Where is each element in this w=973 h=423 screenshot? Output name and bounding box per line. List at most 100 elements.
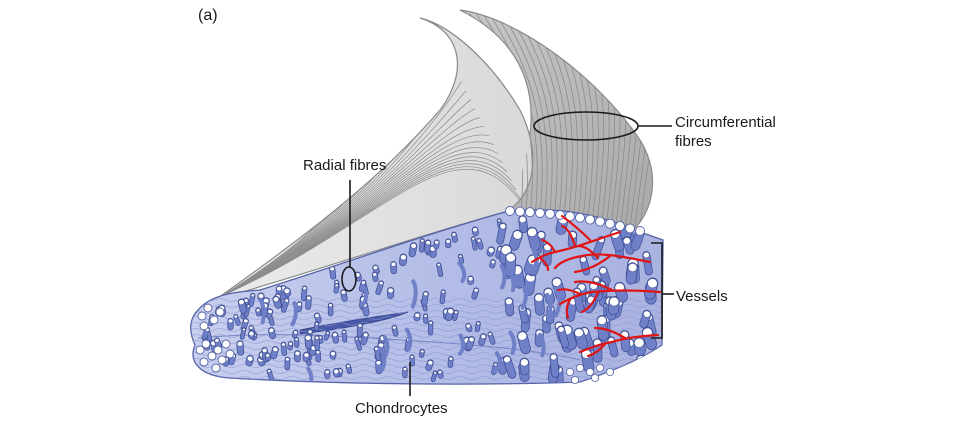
fibre-line — [224, 134, 489, 296]
chondrocyte — [489, 259, 496, 269]
edge-cell — [197, 311, 207, 321]
radial-marker-ellipse — [341, 266, 357, 292]
chondrocyte — [345, 363, 353, 374]
chondrocyte — [295, 301, 303, 313]
chondrocyte — [519, 357, 530, 376]
vessels — [530, 214, 662, 358]
chondrocyte — [516, 330, 531, 354]
leader-lines — [341, 111, 674, 396]
edge-bump — [585, 214, 595, 225]
chondrocyte — [290, 301, 298, 327]
fibre-line — [220, 90, 467, 298]
chondrocyte — [445, 238, 452, 249]
circumferential-fibres-label: Circumferential fibres — [675, 113, 776, 151]
chondrocyte — [573, 327, 589, 350]
chondrocyte — [496, 222, 507, 245]
chondrocyte — [504, 297, 515, 317]
chondrocyte — [247, 330, 256, 340]
chondrocyte — [433, 239, 440, 250]
chondrocyte — [305, 295, 312, 310]
chondrocyte — [375, 359, 383, 375]
chondrocyte — [465, 322, 473, 333]
fibre-line — [229, 166, 521, 293]
chondrocyte — [508, 229, 523, 251]
chondrocyte — [650, 214, 659, 234]
edge-cell — [195, 345, 205, 355]
chondrocyte — [280, 341, 288, 356]
chondrocyte — [354, 336, 363, 351]
edge-cell — [207, 351, 217, 361]
chondrocyte — [427, 320, 434, 336]
chondrocyte — [499, 263, 507, 290]
edge-bump — [635, 226, 645, 236]
chondrocyte — [526, 226, 541, 251]
chondrocyte — [294, 336, 300, 348]
chondrocyte — [545, 292, 553, 318]
chondrocyte — [607, 296, 620, 316]
chondrocyte — [639, 309, 652, 329]
chondrocyte — [245, 354, 254, 367]
chondrocyte — [236, 340, 245, 356]
chondrocyte — [436, 262, 444, 278]
chondrocyte — [360, 331, 369, 346]
chondrocyte — [272, 295, 282, 309]
chondrocyte — [439, 289, 446, 305]
chondrocyte — [356, 322, 363, 338]
chondrocyte — [478, 333, 487, 346]
fibre-line — [228, 163, 517, 294]
chondrocyte — [471, 226, 479, 237]
chondrocyte — [644, 277, 659, 300]
chondrocyte — [418, 348, 425, 358]
chondrocyte — [375, 280, 384, 296]
fibre-line — [497, 16, 543, 223]
chondrocyte — [533, 292, 545, 316]
edge-cell — [576, 363, 585, 372]
edge-bump — [605, 218, 615, 229]
chondrocyte — [329, 265, 337, 280]
chondrocyte — [419, 238, 425, 253]
fibre-line — [222, 117, 480, 297]
chondrocyte — [408, 242, 418, 258]
chondrocyte — [377, 346, 387, 372]
chondrocyte — [451, 231, 458, 243]
edge-cell — [217, 355, 227, 365]
chondrocyte — [340, 289, 348, 302]
edge-bump — [595, 216, 605, 227]
chondrocyte — [549, 353, 560, 378]
edge-cell — [209, 315, 219, 325]
circumferential-label-line2: fibres — [675, 133, 712, 150]
edge-cell — [221, 339, 231, 349]
chondrocyte — [332, 368, 341, 378]
chondrocyte — [487, 331, 496, 345]
chondrocyte — [476, 237, 484, 250]
edge-cell — [606, 367, 615, 376]
fibre-line — [226, 152, 503, 295]
scalloped-edge — [505, 206, 645, 236]
edge-bump — [525, 207, 535, 218]
chondrocyte — [390, 261, 397, 275]
chondrocyte — [430, 370, 438, 383]
chondrocytes-cells — [201, 211, 659, 385]
edge-cell — [201, 339, 211, 349]
fibre-line — [221, 99, 471, 297]
chondrocyte — [437, 369, 444, 379]
edge-bump — [515, 206, 525, 217]
chondrocyte — [399, 253, 408, 267]
chondrocyte — [423, 313, 429, 324]
chondrocyte — [447, 355, 454, 368]
edge-bump — [505, 206, 515, 216]
chondrocyte — [625, 262, 638, 285]
chondrocyte — [457, 261, 467, 284]
chondrocyte — [270, 346, 279, 360]
chondrocyte — [486, 246, 495, 257]
edge-cell — [215, 307, 225, 317]
edge-cell — [213, 345, 223, 355]
fibre-line — [229, 168, 526, 293]
chondrocyte — [467, 275, 474, 285]
chondrocyte — [493, 351, 502, 374]
chondrocyte — [557, 325, 570, 349]
chondrocyte — [268, 327, 276, 340]
chondrocyte — [258, 298, 266, 325]
chondrocyte — [620, 330, 631, 353]
chondrocyte — [371, 271, 379, 282]
